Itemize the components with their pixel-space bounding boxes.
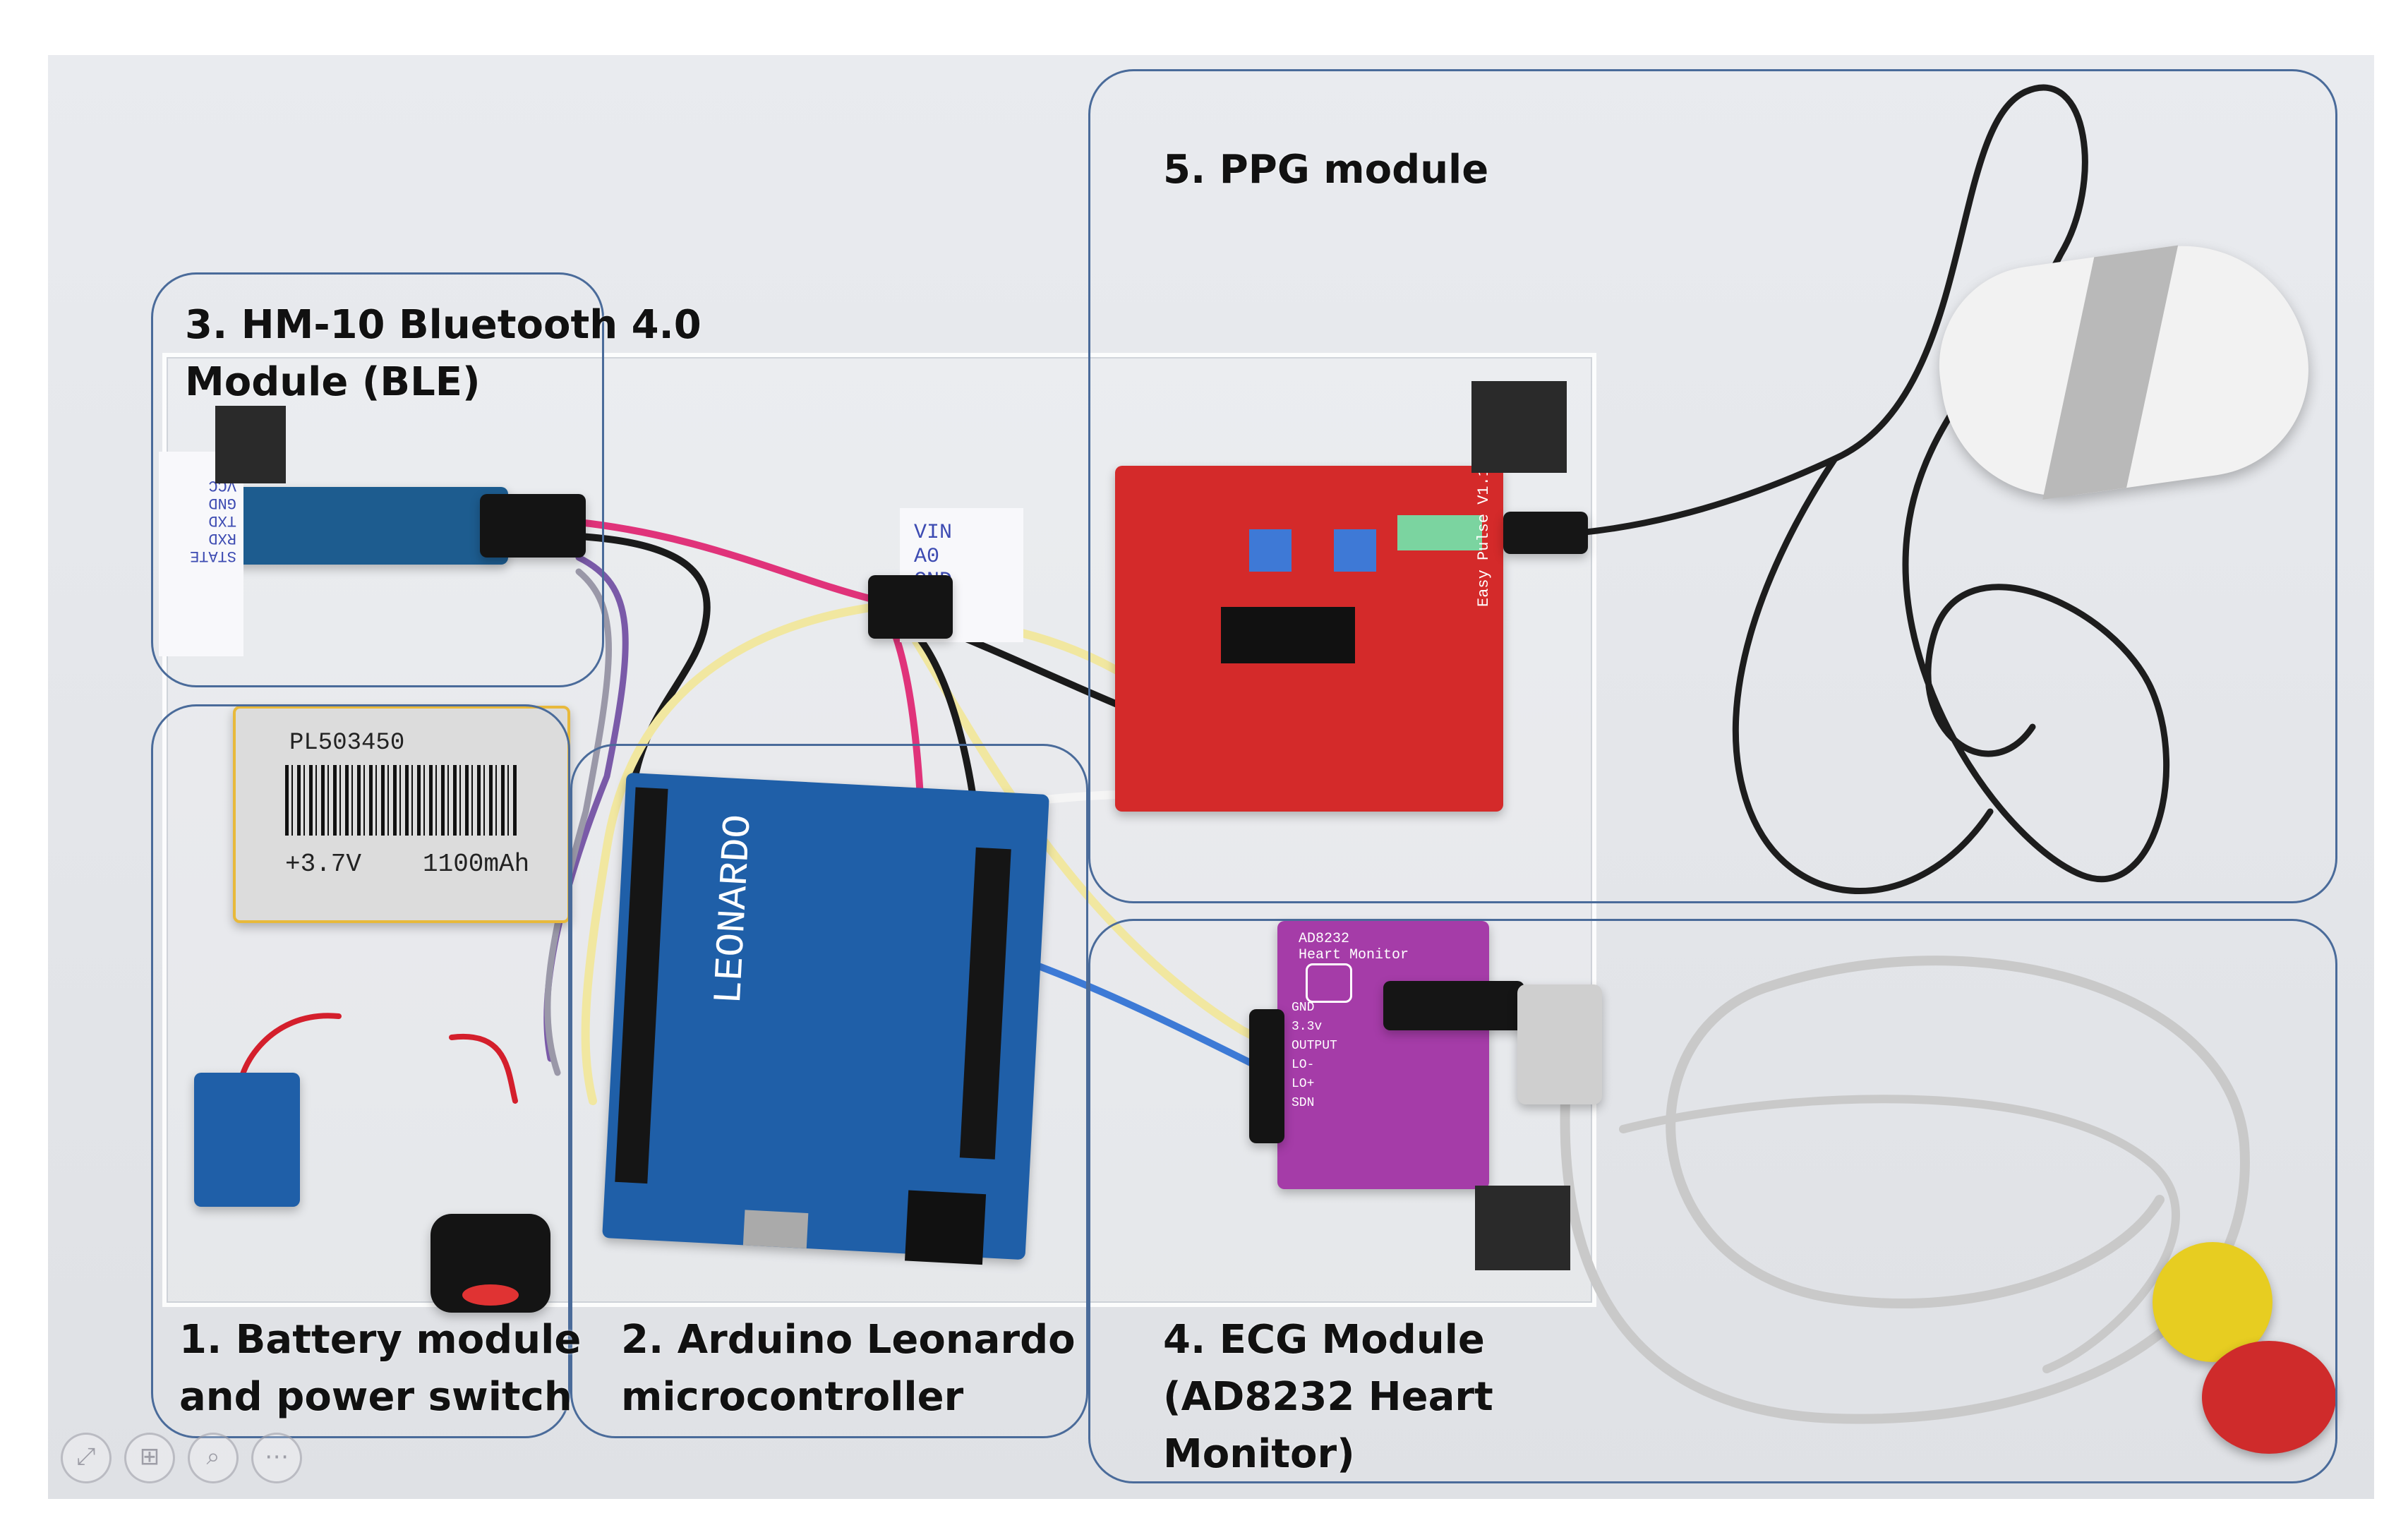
label-battery: 1. Battery module and power switch <box>179 1317 582 1421</box>
ecg-heart-logo <box>1306 963 1352 1003</box>
more-icon[interactable]: ⋯ <box>251 1433 302 1483</box>
hm10-bluetooth-board <box>233 487 508 565</box>
ecg-ad8232-board: AD8232 Heart Monitor GND 3.3v OUTPUT LO-… <box>1277 921 1489 1189</box>
battery-barcode <box>285 765 518 836</box>
ppg-connector-plug <box>1503 512 1588 554</box>
arduino-wire-header <box>868 575 953 639</box>
ecg-electrode-red <box>2202 1341 2336 1454</box>
ppg-sensor-cable <box>1507 84 2170 894</box>
power-switch <box>431 1214 550 1313</box>
battery-capacity-label: 1100mAh <box>423 850 530 879</box>
label-arduino: 2. Arduino Leonardo microcontroller <box>621 1317 1076 1421</box>
charger-board <box>194 1073 300 1207</box>
bt-pin-note-paper: STATE RXD TXD GND VCC EN <box>159 452 243 656</box>
region-bluetooth <box>151 272 604 687</box>
ecg-lead-cable <box>1560 956 2250 1424</box>
foam-pad <box>1475 1186 1570 1270</box>
ecg-lead-plug <box>1517 984 1602 1104</box>
ppg-blue-pot-2 <box>1334 529 1376 572</box>
wire-yellow-1 <box>581 603 879 1105</box>
ecg-audio-jack <box>1383 981 1524 1030</box>
label-ecg: 4. ECG Module (AD8232 Heart Monitor) <box>1163 1317 1493 1478</box>
wire-grey <box>544 568 612 1076</box>
ppg-ic-chip <box>1221 607 1355 663</box>
ecg-header-pins <box>1249 1009 1284 1143</box>
switch-red-indicator <box>462 1284 519 1306</box>
foam-pad <box>1471 381 1567 473</box>
ppg-easy-pulse-board: Easy Pulse V1.1 <box>1115 466 1503 812</box>
region-ecg <box>1088 919 2337 1483</box>
foam-pad <box>215 406 286 483</box>
bt-header-pins <box>480 494 586 558</box>
label-bluetooth: 3. HM-10 Bluetooth 4.0 Module (BLE) <box>185 302 702 406</box>
battery-voltage-label: +3.7V <box>285 850 362 879</box>
lipo-battery: PL503450 +3.7V 1100mAh <box>233 706 570 923</box>
region-battery <box>151 704 570 1438</box>
ecg-pin-labels: GND 3.3v OUTPUT LO- LO+ SDN <box>1292 1001 1337 1110</box>
expand-icon[interactable]: ⤢ <box>61 1433 112 1483</box>
ppg-terminal <box>1397 515 1482 550</box>
grid-icon[interactable]: ⊞ <box>124 1433 175 1483</box>
region-ppg <box>1088 69 2337 903</box>
ecg-board-text: AD8232 Heart Monitor <box>1299 931 1409 963</box>
label-ppg: 5. PPG module <box>1163 147 1489 193</box>
ppg-blue-pot-1 <box>1249 529 1292 572</box>
region-arduino <box>570 744 1088 1438</box>
battery-model-label: PL503450 <box>289 730 405 757</box>
zoom-icon[interactable]: ⌕ <box>188 1433 239 1483</box>
